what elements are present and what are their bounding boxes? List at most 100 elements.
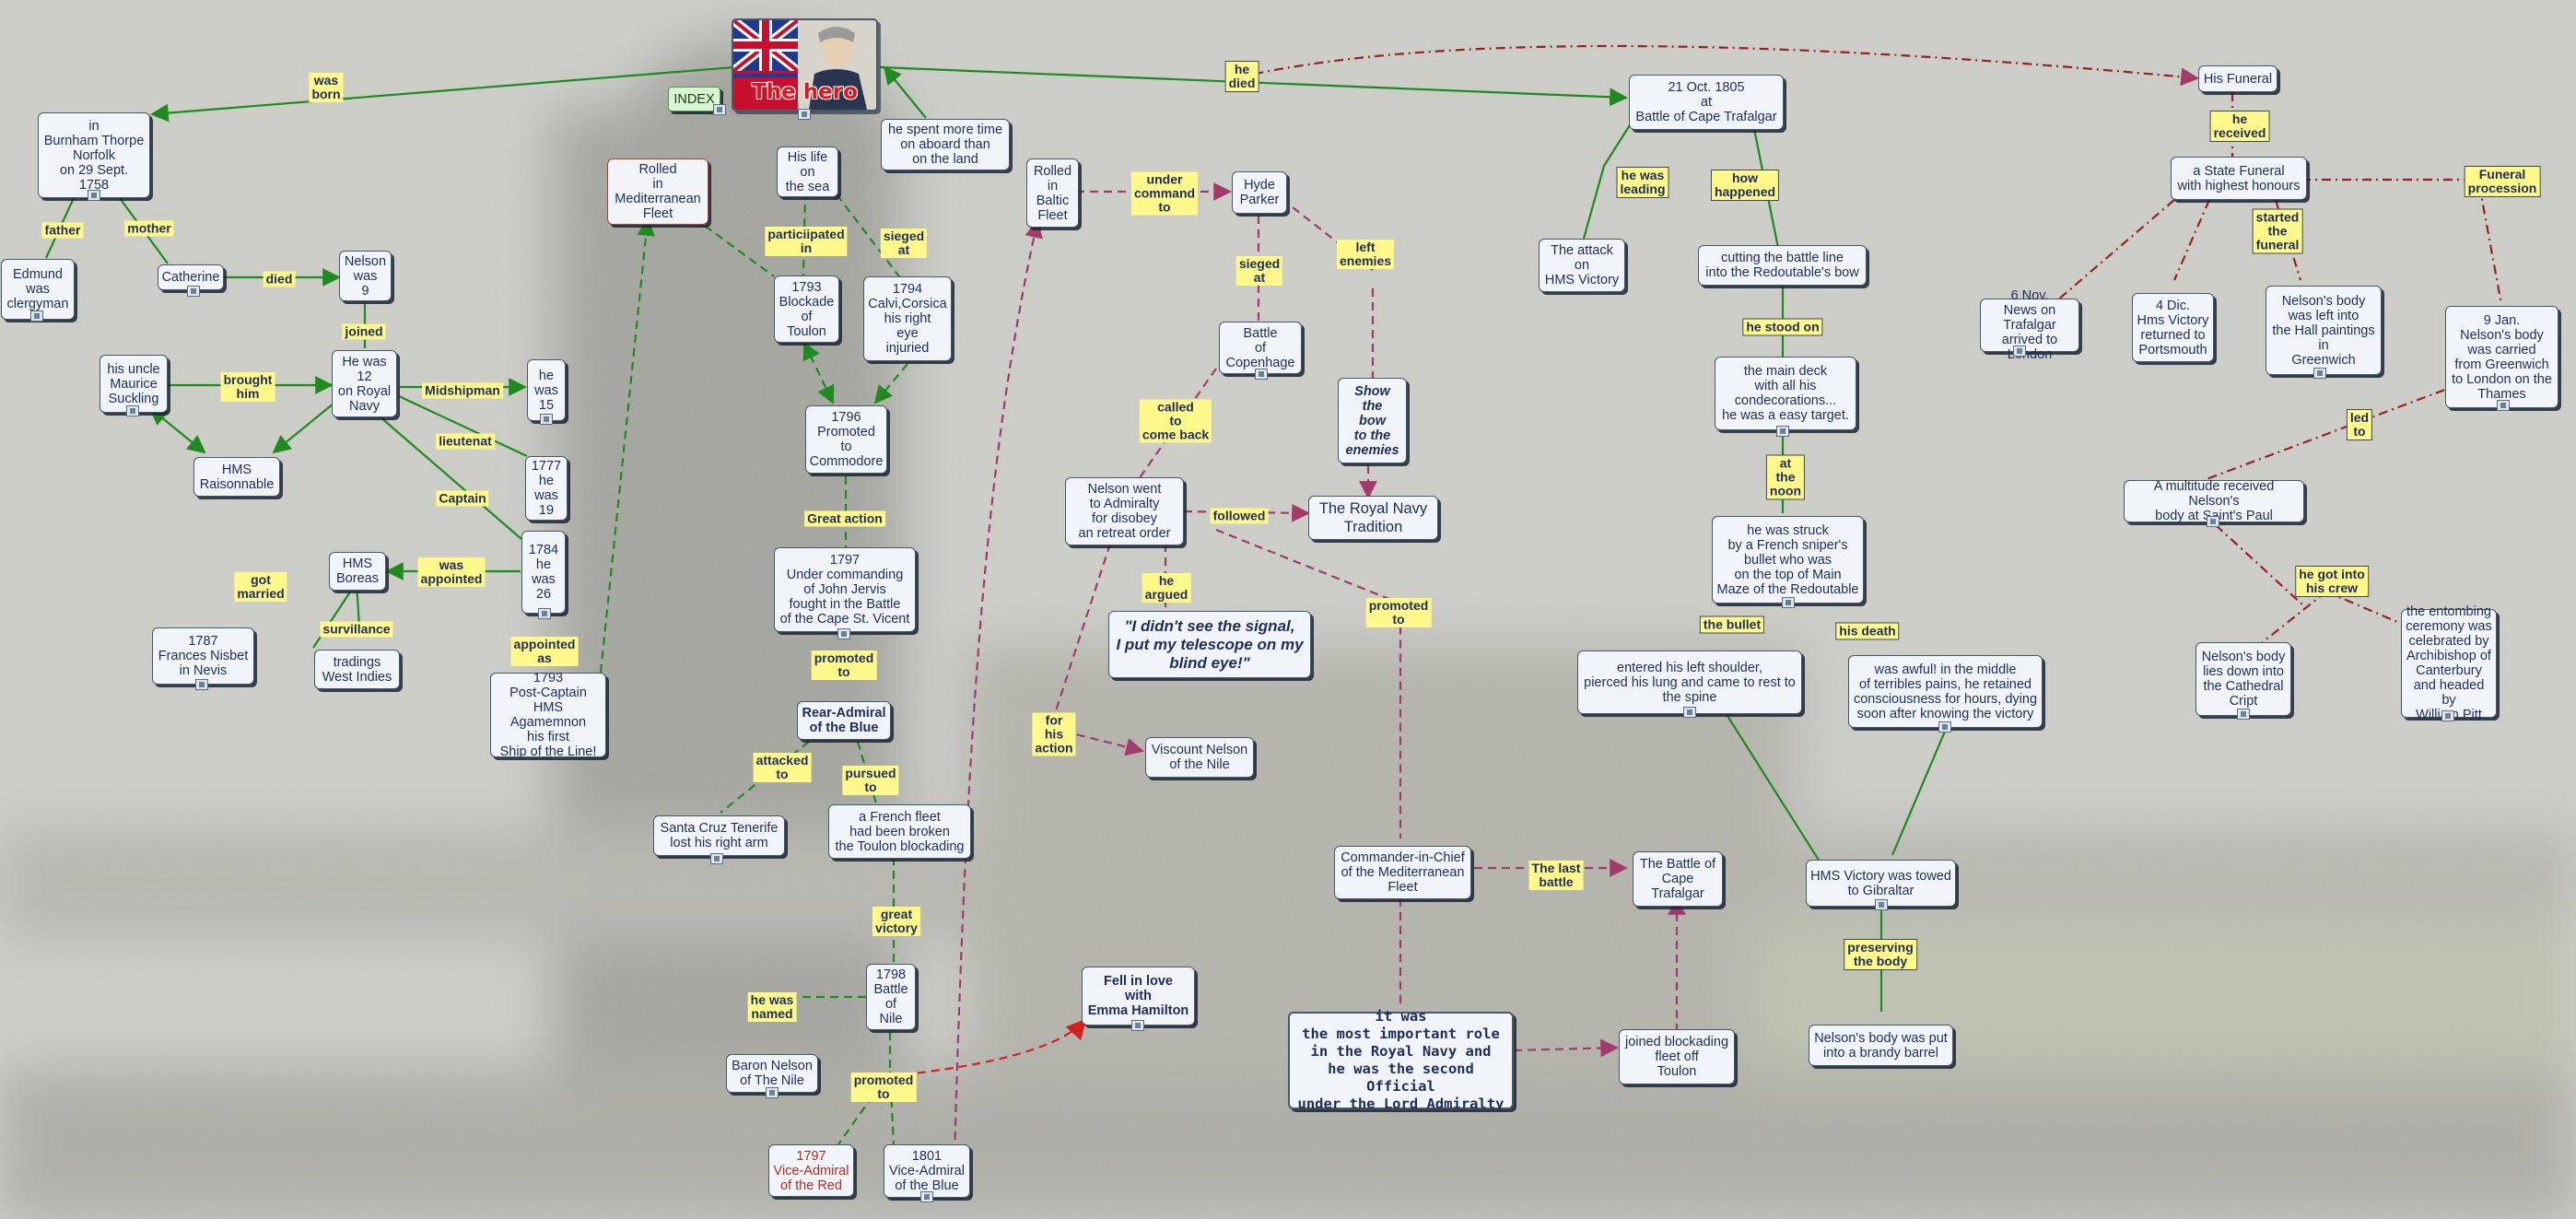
resource-icon[interactable] (126, 405, 139, 416)
concept-french-fleet[interactable]: a French fleet had been broken the Toulo… (828, 804, 971, 859)
concept-his-funeral[interactable]: His Funeral (2198, 65, 2277, 92)
resource-icon[interactable] (1875, 899, 1888, 910)
resource-icon[interactable] (30, 311, 43, 322)
link-label: followed (1211, 509, 1269, 524)
concept-blockade-toulon[interactable]: 1793 Blockade of Toulon (774, 275, 839, 343)
resource-icon[interactable] (920, 1191, 933, 1202)
concept-copenhagen[interactable]: Battle of Copenhage (1219, 322, 1302, 374)
concept-vice-admiral-blue[interactable]: 1801 Vice-Admiral of the Blue (884, 1144, 970, 1198)
resource-icon[interactable] (540, 414, 553, 425)
resource-icon[interactable] (2207, 516, 2219, 527)
resource-icon[interactable] (766, 1087, 779, 1098)
link-label: at the noon (1766, 455, 1805, 500)
concept-4-dic-portsmouth[interactable]: 4 Dic. Hms Victory returned to Portsmout… (2132, 293, 2214, 362)
link-label: particiipated in (765, 227, 847, 256)
concept-cape-st-vicent[interactable]: 1797 Under commanding of John Jervis fou… (774, 547, 916, 632)
resource-icon[interactable] (2013, 346, 2026, 357)
concept-mediterranean-fleet[interactable]: Rolled in Mediterranean Fleet (607, 158, 708, 225)
concept-left-shoulder[interactable]: entered his left shoulder, pierced his l… (1577, 651, 1802, 714)
concept-frances-nisbet[interactable]: 1787 Frances Nisbet in Nevis (152, 627, 254, 685)
concept-he-was-12[interactable]: He was 12 on Royal Navy (332, 350, 397, 417)
concept-nelson-went-admiralty[interactable]: Nelson went to Admiralty for disobey an … (1065, 477, 1184, 545)
link-label: he was named (748, 992, 797, 1022)
concept-santa-cruz[interactable]: Santa Cruz Tenerife lost his right arm (653, 815, 785, 856)
concept-struck-by-sniper[interactable]: he was struck by a French sniper's bulle… (1712, 516, 1864, 604)
concept-state-funeral[interactable]: a State Funeral with highest honours (2171, 157, 2307, 200)
link-label: called to come back (1140, 400, 1212, 443)
concept-1777[interactable]: 1777 he was 19 (525, 456, 568, 521)
resource-icon[interactable] (195, 679, 208, 690)
link-label: lieutenat (436, 434, 495, 450)
resource-icon[interactable] (2313, 368, 2326, 379)
hero-portrait-node[interactable]: The hero (732, 18, 878, 111)
concept-birthplace[interactable]: in Burnham Thorpe Norfolk on 29 Sept. 17… (38, 112, 150, 198)
concept-battle-trafalgar[interactable]: The Battle of Cape Trafalgar (1633, 851, 1723, 907)
concept-show-the-bow[interactable]: Show the bow to the enemies (1338, 378, 1407, 463)
concept-hms-raisonnable[interactable]: HMS Raisonnable (193, 457, 280, 497)
concept-entombing-ceremony[interactable]: the entombing ceremony was celebrated by… (2401, 609, 2497, 718)
concept-nelson-was-9[interactable]: Nelson was 9 (339, 251, 392, 301)
concept-he-was-15[interactable]: he was 15 (527, 359, 566, 421)
concept-more-time-aboard[interactable]: he spent more time on aboard than on the… (881, 119, 1010, 170)
resource-icon[interactable] (88, 190, 100, 201)
concept-blind-eye-quote[interactable]: "I didn't see the signal, I put my teles… (1108, 611, 1311, 678)
link-label: appointed as (511, 637, 579, 666)
link-label: Midshipman (422, 383, 503, 399)
concept-commander-in-chief[interactable]: Commander-in-Chief of the Mediterranean … (1334, 846, 1471, 899)
concept-brandy-barrel[interactable]: Nelson's body was put into a brandy barr… (1809, 1025, 1953, 1066)
concept-baltic-fleet[interactable]: Rolled in Baltic Fleet (1026, 158, 1079, 228)
concept-hyde-parker[interactable]: Hyde Parker (1232, 171, 1287, 214)
link-label: Funeral procession (2465, 166, 2541, 197)
resource-icon[interactable] (1255, 369, 1268, 380)
resource-icon[interactable] (837, 628, 850, 639)
concept-joined-blockading[interactable]: joined blockading fleet off Toulon (1619, 1029, 1735, 1084)
concept-cathedral-crypt[interactable]: Nelson's body lies down into the Cathedr… (2195, 642, 2291, 716)
resource-icon[interactable] (1782, 597, 1795, 608)
concept-attack-hms-victory[interactable]: The attack on HMS Victory (1539, 239, 1625, 292)
concept-1784[interactable]: 1784 he was 26 (521, 531, 566, 614)
link-label: he died (1225, 61, 1259, 92)
concept-cutting-battle-line[interactable]: cutting the battle line into the Redouta… (1698, 245, 1867, 286)
concept-battle-of-nile[interactable]: 1798 Battle of Nile (866, 964, 916, 1030)
link-label: joined (342, 324, 385, 340)
concept-viscount-nelson[interactable]: Viscount Nelson of the Nile (1145, 737, 1254, 778)
link-label: was appointed (418, 557, 486, 587)
concept-west-indies[interactable]: tradings West Indies (314, 650, 400, 689)
concept-vice-admiral-red[interactable]: 1797 Vice-Admiral of the Red (768, 1144, 854, 1197)
resource-icon[interactable] (713, 104, 726, 115)
concept-21-oct-1805[interactable]: 21 Oct. 1805 at Battle of Cape Trafalgar (1629, 75, 1784, 130)
resource-icon[interactable] (1683, 707, 1696, 718)
concept-post-captain[interactable]: 1793 Post-Captain HMS Agamemnon his firs… (490, 673, 606, 757)
resource-icon[interactable] (710, 853, 723, 864)
link-label: sieged at (881, 229, 927, 258)
resource-icon[interactable] (1776, 426, 1789, 437)
concept-most-important-role[interactable]: it was the most important role in the Ro… (1288, 1012, 1514, 1109)
resource-icon[interactable] (187, 286, 200, 297)
concept-royal-navy-tradition[interactable]: The Royal Navy Tradition (1308, 496, 1438, 540)
concept-calvi-corsica[interactable]: 1794 Calvi,Corsica his right eye injurie… (863, 276, 952, 361)
concept-9-jan-thames[interactable]: 9 Jan. Nelson's body was carried from Gr… (2445, 306, 2558, 408)
concept-main-deck[interactable]: the main deck with all his condecoration… (1715, 357, 1856, 430)
concept-life-on-sea[interactable]: His life on the sea (777, 147, 838, 197)
concept-awful-death[interactable]: was awful! in the middle of terribles pa… (1848, 655, 2043, 728)
resource-icon[interactable] (2441, 710, 2454, 721)
concept-uncle-maurice[interactable]: his uncle Maurice Suckling (100, 355, 168, 413)
link-label: survillance (320, 622, 392, 638)
resource-icon[interactable] (1131, 1020, 1144, 1031)
concept-commodore[interactable]: 1796 Promoted to Commodore (805, 405, 887, 474)
link-label: was born (309, 73, 343, 102)
resource-icon[interactable] (798, 109, 811, 120)
emma-link (890, 1020, 1085, 1076)
link-label: he received (2210, 111, 2270, 142)
concept-emma-hamilton[interactable]: Fell in love with Emma Hamilton (1082, 967, 1195, 1026)
link-label: Captain (436, 491, 488, 507)
concept-hms-boreas[interactable]: HMS Boreas (329, 552, 386, 591)
resource-icon[interactable] (2497, 400, 2510, 411)
concept-hall-paintings[interactable]: Nelson's body was left into the Hall pai… (2266, 286, 2382, 375)
resource-icon[interactable] (538, 608, 551, 619)
resource-icon[interactable] (2237, 709, 2250, 720)
concept-rear-admiral[interactable]: Rear-Admiral of the Blue (797, 701, 891, 740)
link-label: left enemies (1337, 240, 1394, 269)
resource-icon[interactable] (1938, 721, 1951, 733)
concept-6-nov-news[interactable]: 6 Nov. News on Trafalgar arrived to Lond… (1980, 299, 2079, 352)
